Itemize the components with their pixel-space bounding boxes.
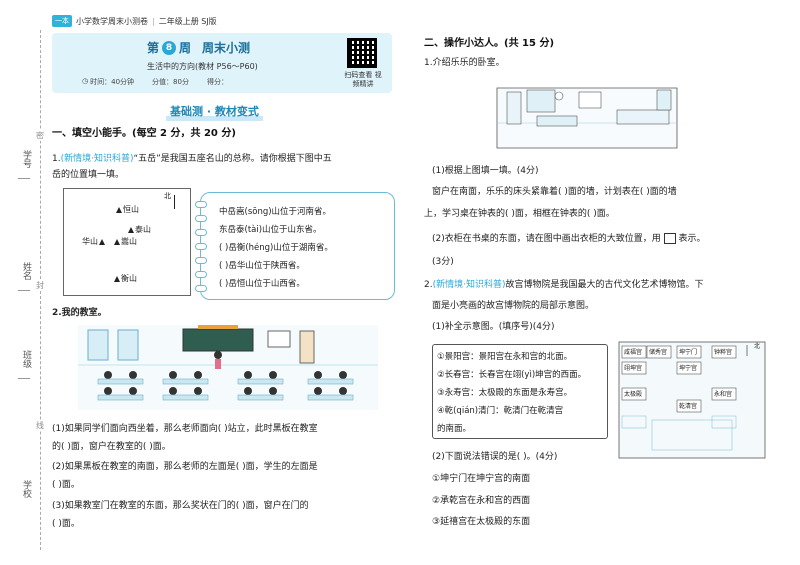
grade-label: 二年级上册 SJ版 — [158, 16, 217, 26]
p2-q2-intro-cont: 面是小亮画的故宫博物院的局部示意图。 — [432, 301, 595, 311]
time-limit: 时间：40分钟 — [90, 78, 135, 86]
notebook-card: 中岳嵩(sōng)山位于河南省。 东岳泰(tài)山位于山东省。 ( )岳衡(h… — [195, 192, 395, 300]
week-title: 第 8 周 周末小测 — [147, 40, 251, 55]
mountain-songshan: 嵩山 — [114, 236, 137, 247]
mountain-hengshan-south: 衡山 — [114, 273, 137, 284]
spiral-ring — [195, 257, 207, 264]
margin-label-class: 班级 — [21, 350, 31, 368]
clock-icon: ◷ — [82, 77, 89, 85]
bedroom-illustration — [496, 87, 678, 149]
clue-line: ①景阳宫：景阳宫在永和宫的北面。 — [437, 352, 573, 362]
notebook-line[interactable]: ( )岳衡(héng)山位于湖南省。 — [219, 243, 333, 253]
option-item[interactable]: ①坤宁门在坤宁宫的南面 — [432, 474, 531, 484]
palace-label: 永和宫 — [714, 390, 732, 398]
margin-label-name: 姓名 — [21, 262, 31, 280]
palace-label: 坤宁门 — [679, 348, 697, 356]
q2-line[interactable]: 的( )面，窗户在教室的( )面。 — [52, 442, 171, 452]
mountain-hengshan-north: 恒山 — [116, 204, 139, 215]
cut-mark: 封 — [36, 280, 44, 291]
option-item[interactable]: ③延禧宫在太极殿的东面 — [432, 517, 531, 527]
five-mountains-map: 北 恒山 泰山 华山 嵩山 衡山 — [63, 188, 191, 296]
p2-q1-line[interactable]: 上，学习桌在钟表的( )面，相框在钟表的( )面。 — [424, 209, 615, 219]
q2-line[interactable]: ( )面。 — [52, 519, 80, 529]
spiral-ring — [195, 201, 207, 208]
p2-q1-line[interactable]: (2)衣柜在书桌的东面，请在图中画出衣柜的大致位置，用 表示。 — [432, 233, 706, 244]
p2-q2-sub2[interactable]: (2)下面说法错误的是( )。(4分) — [432, 452, 558, 462]
part1-heading: 一、填空小能手。(每空 2 分，共 20 分) — [52, 128, 236, 139]
margin-blank[interactable] — [18, 178, 30, 179]
notebook-line[interactable]: ( )岳恒山位于山西省。 — [219, 279, 305, 289]
section-tag: 基础测 · 教材变式 — [166, 105, 263, 121]
binding-margin: 学号 姓名 班级 学校 密 封 线 — [0, 0, 50, 565]
qr-caption: 扫码查看 视频精讲 — [344, 71, 382, 88]
p2-q1-line: (3分) — [432, 257, 454, 267]
qr-code-icon[interactable] — [347, 38, 377, 68]
margin-label-id: 学号 — [21, 150, 31, 168]
p2-q1-title: 1.介绍乐乐的卧室。 — [424, 58, 505, 68]
q1-intro-cont: 岳的位置填一填。 — [52, 170, 125, 180]
clue-line: ③永寿宫：太极殿的东面是永寿宫。 — [437, 388, 573, 398]
north-label: 北 — [164, 192, 171, 200]
part2-heading: 二、操作小达人。(共 15 分) — [424, 38, 555, 49]
score-got: 得分： — [206, 78, 228, 86]
clues-box: ①景阳宫：景阳宫在永和宫的北面。 ②长春宫：长春宫在翊(yì)坤宫的西面。 ③永… — [432, 344, 608, 439]
p2-q1-line: (1)根据上图填一填。(4分) — [432, 166, 539, 176]
classroom-illustration — [78, 325, 378, 410]
notebook-line[interactable]: ( )岳华山位于陕西省。 — [219, 261, 305, 271]
cut-mark: 线 — [36, 420, 44, 431]
palace-map: 咸福宫 储秀宫 坤宁门 钟粹宫 翊坤宫 坤宁宫 太极殿 乾清宫 永和宫 北 — [618, 341, 766, 459]
chapter-subtitle: 生活中的方向(教材 P56～P60) — [147, 62, 258, 71]
p2-q2-intro: 2.(新情境·知识科普)故宫博物院是我国最大的古代文化艺术博物馆。下 — [424, 280, 704, 290]
palace-label: 翊坤宫 — [624, 364, 642, 372]
p2-q2-sub1: (1)补全示意图。(填序号)(4分) — [432, 322, 555, 332]
notebook-line: 中岳嵩(sōng)山位于河南省。 — [219, 207, 332, 217]
notebook-line: 东岳泰(tài)山位于山东省。 — [219, 225, 322, 235]
test-meta: ◷ 时间：40分钟 分值：80分 得分： — [82, 77, 228, 87]
palace-label: 钟粹宫 — [714, 348, 732, 356]
north-label: 北 — [754, 342, 760, 350]
cut-mark: 密 — [36, 130, 44, 141]
palace-label: 坤宁宫 — [679, 364, 697, 372]
q2-title: 2.我的教室。 — [52, 308, 107, 318]
palace-label: 乾清宫 — [679, 402, 697, 410]
week-number-badge: 8 — [162, 40, 177, 55]
spiral-ring — [195, 285, 207, 292]
score-total: 分值：80分 — [152, 78, 189, 86]
spiral-ring — [195, 215, 207, 222]
q2-line[interactable]: ( )面。 — [52, 480, 80, 490]
margin-blank[interactable] — [18, 290, 30, 291]
mountain-huashan: 华山 — [82, 236, 105, 247]
palace-label: 咸福宫 — [624, 348, 642, 356]
q2-line[interactable]: (2)如果黑板在教室的南面，那么老师的左面是( )面，学生的左面是 — [52, 462, 318, 472]
palace-label: 储秀宫 — [649, 348, 667, 356]
palace-label: 太极殿 — [624, 390, 642, 398]
margin-blank[interactable] — [18, 378, 30, 379]
q1-intro: 1.(新情境·知识科普)“五岳”是我国五座名山的总称。请你根据下图中五 — [52, 154, 332, 164]
spiral-ring — [195, 271, 207, 278]
spiral-ring — [195, 229, 207, 236]
brand-logo: 一本 — [52, 15, 72, 27]
mountain-taishan: 泰山 — [128, 224, 151, 235]
p2-q1-line[interactable]: 窗户在南面，乐乐的床头紧靠着( )面的墙，计划表在( )面的墙 — [432, 187, 677, 197]
q2-line[interactable]: (3)如果教室门在教室的东面，那么奖状在门的( )面，窗户在门的 — [52, 501, 309, 511]
clue-line: ④乾(qián)清门：乾清门在乾清宫 — [437, 406, 564, 416]
option-item[interactable]: ②承乾宫在永和宫的西面 — [432, 496, 531, 506]
clue-line: 的南面。 — [437, 424, 472, 434]
margin-label-school: 学校 — [21, 480, 31, 498]
q2-line[interactable]: (1)如果同学们面向西坐着，那么老师面向( )站立，此时黑板在教室 — [52, 424, 318, 434]
series-name: 小学数学周末小测卷 — [76, 16, 148, 26]
spiral-ring — [195, 243, 207, 250]
wardrobe-symbol-icon — [663, 233, 676, 244]
title-banner: 第 8 周 周末小测 生活中的方向(教材 P56～P60) ◷ 时间：40分钟 … — [52, 33, 392, 93]
series-header: 一本 小学数学周末小测卷 | 二年级上册 SJ版 — [52, 14, 217, 28]
north-arrow-icon — [174, 195, 175, 209]
clue-line: ②长春宫：长春宫在翊(yì)坤宫的西面。 — [437, 370, 587, 380]
test-title: 周末小测 — [202, 41, 251, 55]
